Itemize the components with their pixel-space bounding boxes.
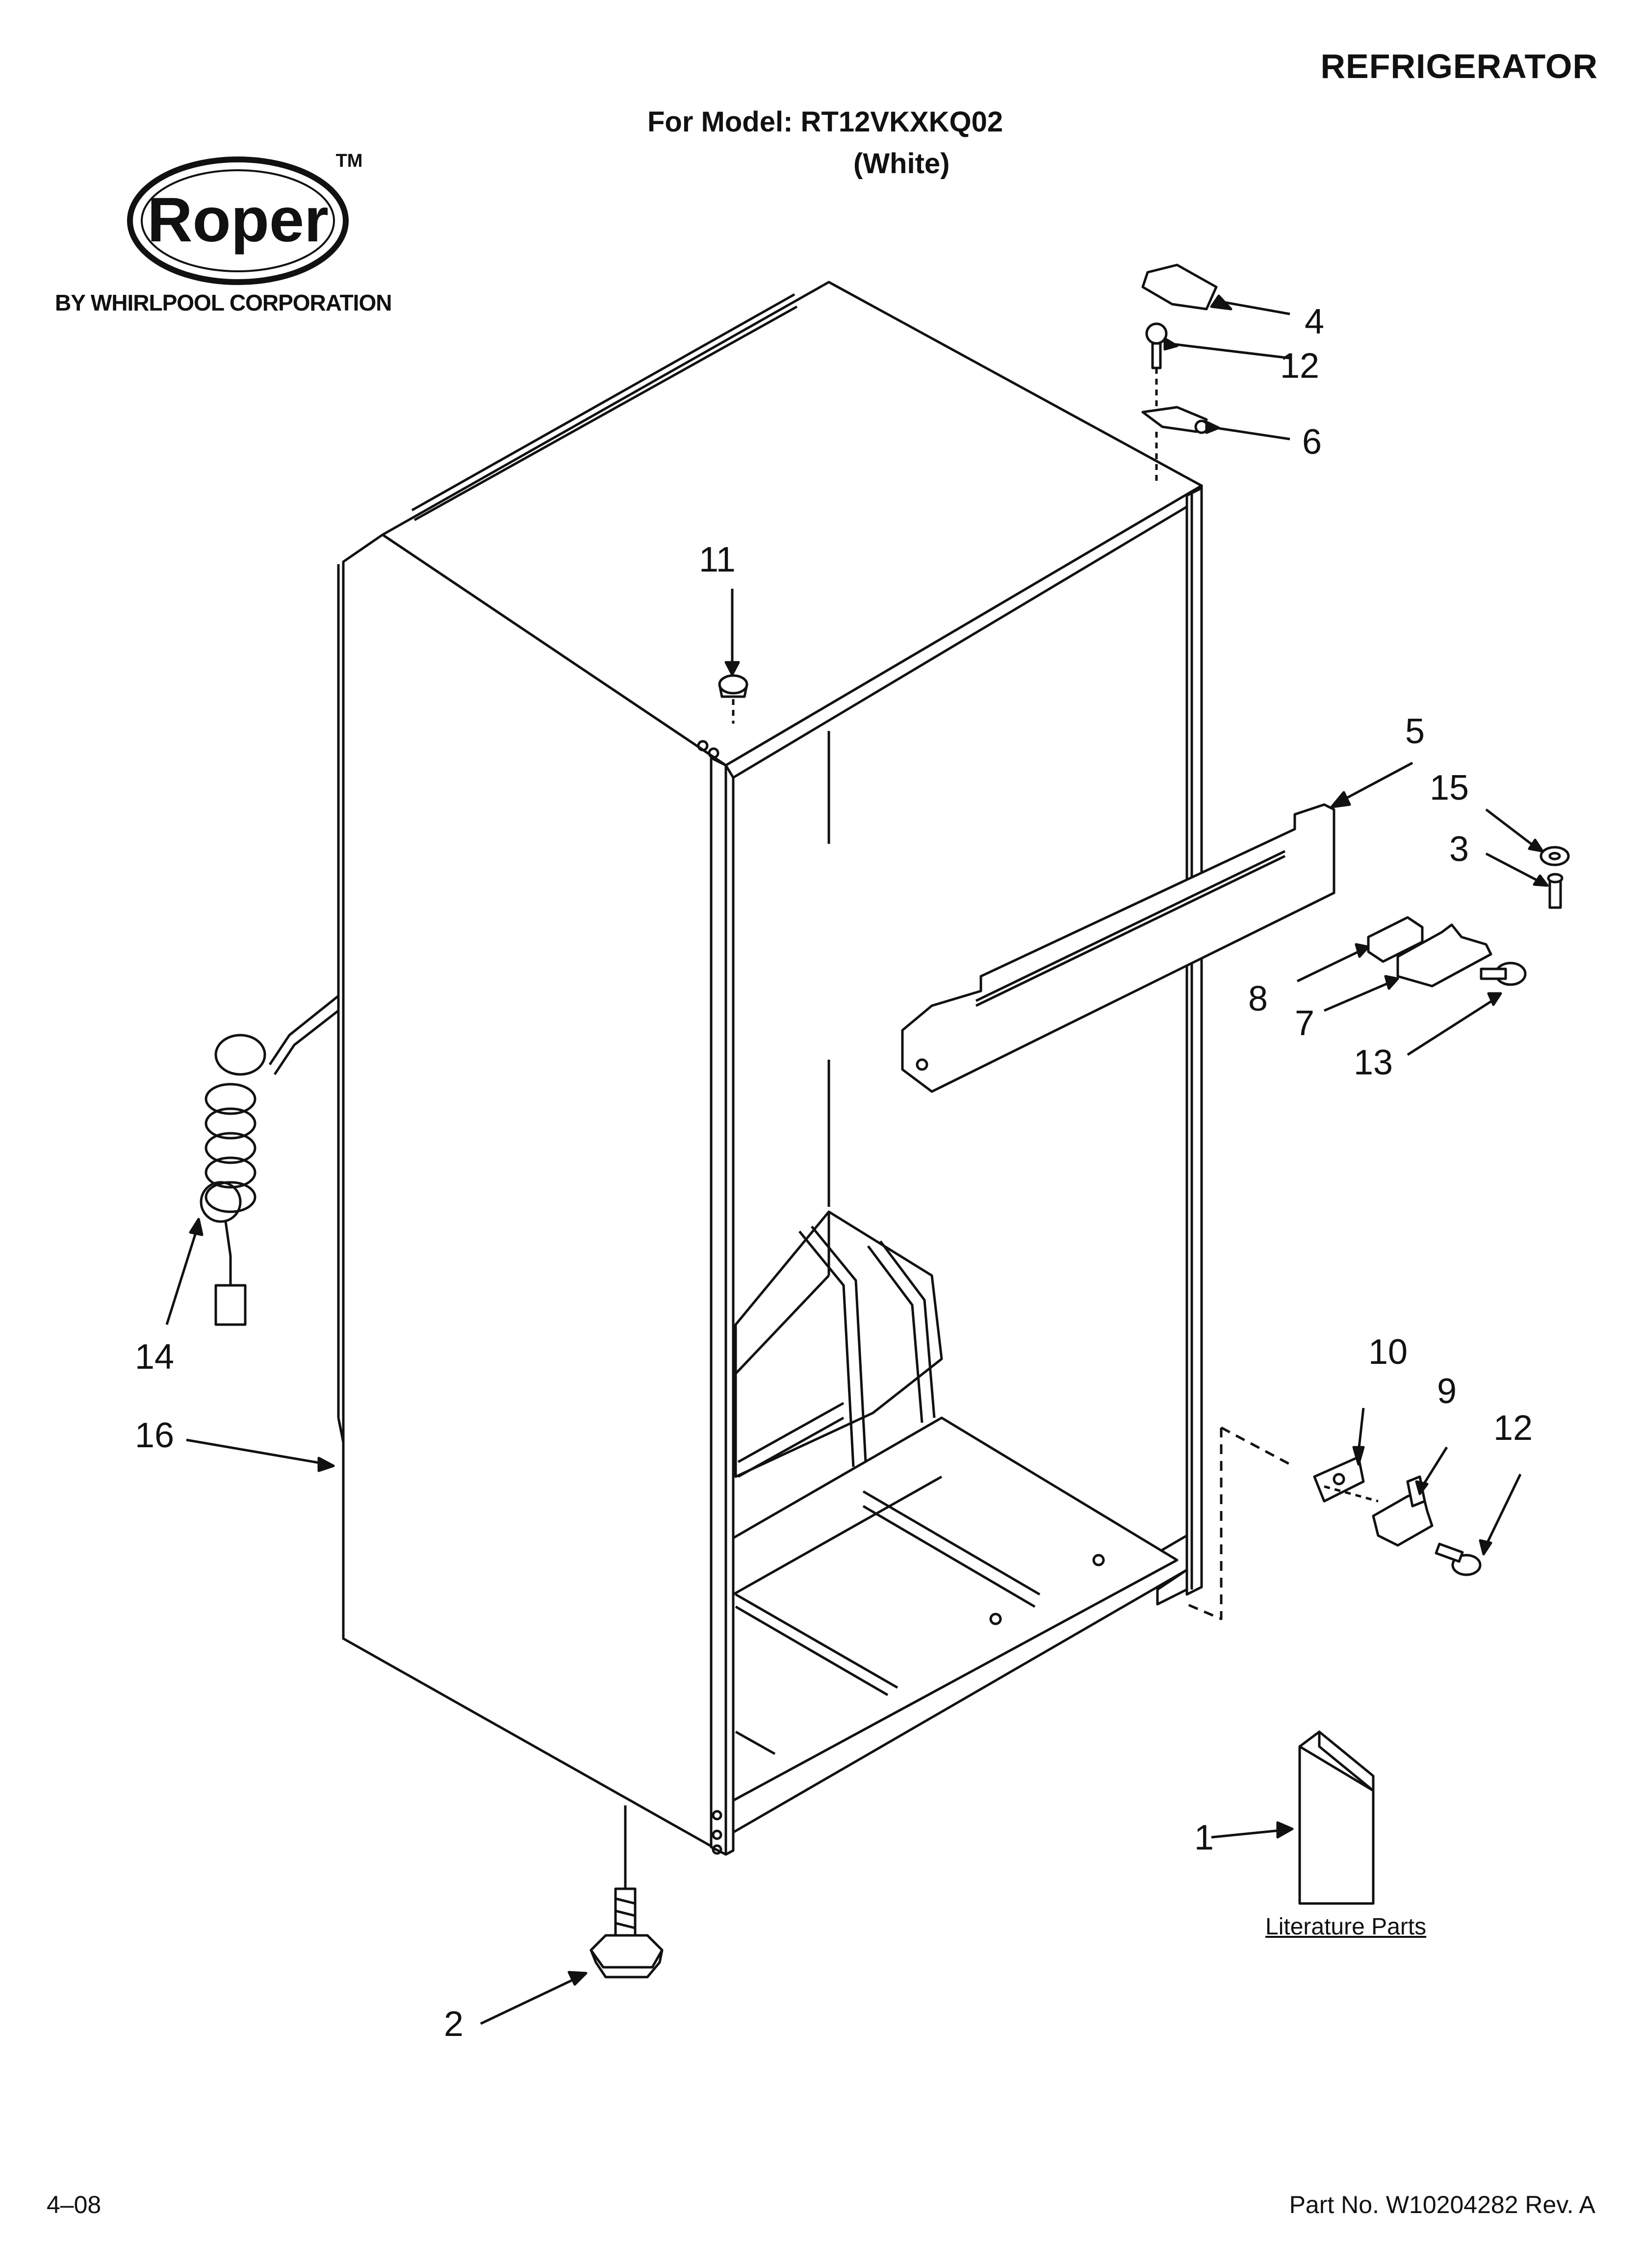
callout-16: 16 [135, 1416, 174, 1455]
footer-date: 4–08 [47, 2191, 102, 2218]
roper-logo: Roper TM [123, 147, 368, 289]
callout-4: 4 [1305, 302, 1324, 341]
callout-11: 11 [699, 540, 736, 579]
callout-15: 15 [1430, 768, 1469, 808]
callout-1: 1 [1194, 1818, 1214, 1857]
leveling-leg [480, 1805, 664, 2025]
page-title: REFRIGERATOR [1320, 47, 1598, 85]
corporation-byline: BY WHIRLPOOL CORPORATION [55, 290, 392, 315]
callout-5: 5 [1405, 712, 1425, 751]
trademark: TM [336, 151, 363, 171]
door-stop-parts [1485, 808, 1570, 909]
power-cord [165, 995, 339, 1326]
callout-8: 8 [1248, 979, 1268, 1018]
literature-booklet [1211, 1730, 1375, 1905]
color-line: (White) [853, 148, 950, 180]
footer-part-number: Part No. W10204282 Rev. A [1289, 2191, 1595, 2218]
callout-14: 14 [135, 1337, 174, 1377]
cabinet-body [337, 281, 1203, 1856]
top-hinge-assembly [1141, 263, 1290, 486]
bottom-hinge-assembly [1186, 1408, 1522, 1620]
callout-2: 2 [444, 2005, 463, 2044]
callout-7: 7 [1295, 1004, 1314, 1043]
crossbar-rail [901, 761, 1413, 1093]
callout-13: 13 [1354, 1043, 1393, 1082]
center-hinge-assembly [1296, 916, 1527, 1056]
callout-10: 10 [1368, 1332, 1408, 1372]
callout-6: 6 [1302, 422, 1322, 462]
callout-3: 3 [1449, 830, 1469, 869]
logo-text: Roper [147, 185, 329, 255]
model-line: For Model: RT12VKXKQ02 [647, 106, 1003, 138]
callout-12-top: 12 [1280, 346, 1319, 386]
literature-parts-label: Literature Parts [1265, 1914, 1427, 1940]
callout-9: 9 [1437, 1372, 1457, 1411]
top-hole-plug [718, 589, 748, 724]
callout-12-bottom: 12 [1493, 1408, 1533, 1448]
